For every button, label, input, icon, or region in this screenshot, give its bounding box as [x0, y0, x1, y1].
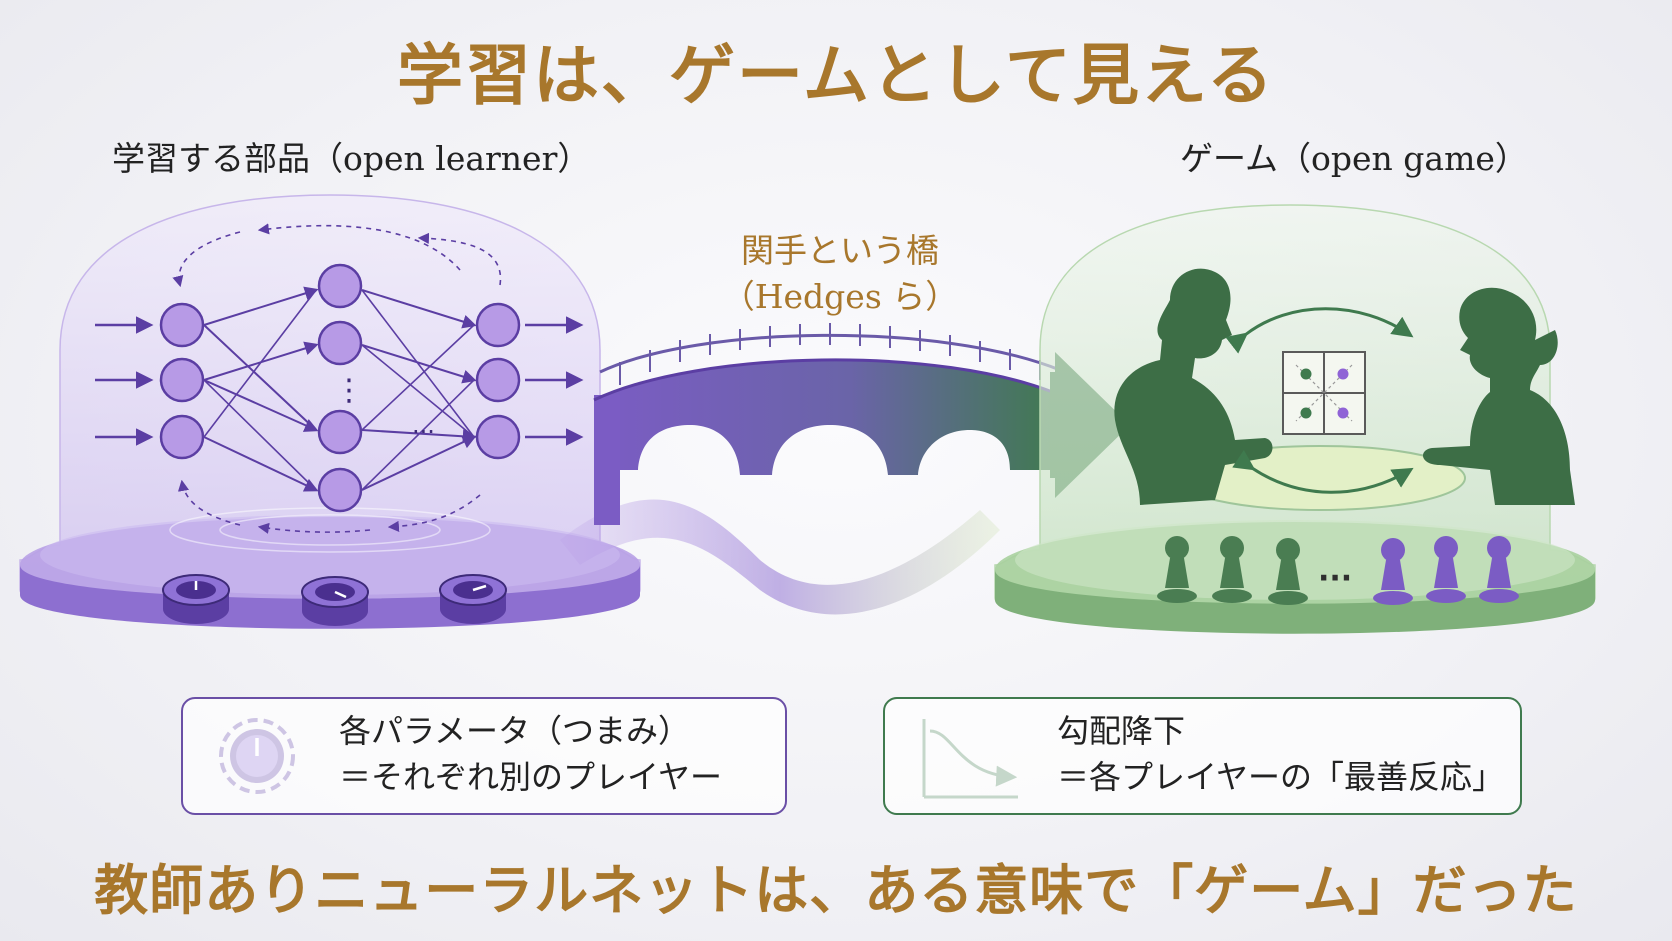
parameter-card: 各パラメータ（つまみ） ＝それぞれ別のプレイヤー [181, 697, 787, 815]
open-learner-dome [19, 194, 641, 629]
pawn-icon [1426, 536, 1466, 603]
conclusion-text: 教師ありニューラルネットは、ある意味で「ゲーム」だった [94, 858, 1578, 922]
open-game-heading: ゲーム（open game） [1180, 139, 1528, 178]
interaction-arrow-bottom [1232, 449, 1414, 494]
network-ellipsis-vertical: ⋮ [334, 373, 364, 408]
bridge-label-line1: 関手という橋 [741, 231, 939, 270]
pawn-icon [1373, 538, 1413, 605]
parameter-card-line1: 各パラメータ（つまみ） [339, 712, 691, 750]
open-learner-heading: 学習する部品（open learner） [112, 139, 591, 178]
network-ellipsis-horizontal: ··· [412, 418, 435, 446]
sparkle-stream [560, 499, 1000, 615]
pawn-icon [1479, 536, 1519, 603]
network-nodes [159, 263, 521, 513]
neural-network [95, 223, 584, 534]
bridge-label-line2: （Hedges ら） [721, 277, 959, 316]
functor-bridge [593, 323, 1061, 525]
player-woman-silhouette [1422, 287, 1575, 505]
parameter-card-text: 各パラメータ（つまみ） ＝それぞれ別のプレイヤー [339, 708, 722, 800]
interaction-arrow-top [1225, 307, 1414, 354]
parameter-knobs [162, 574, 507, 626]
player-pawns [1157, 536, 1519, 605]
gradient-card-line1: 勾配降下 [1057, 712, 1186, 750]
gradient-card-text: 勾配降下 ＝各プレイヤーの「最善反応」 [1057, 708, 1504, 800]
payoff-matrix-icon [1282, 351, 1366, 435]
knob-icon [439, 574, 507, 624]
gradient-descent-card: 勾配降下 ＝各プレイヤーの「最善反応」 [883, 697, 1522, 815]
bridge-label: 関手という橋 （Hedges ら） [700, 228, 980, 320]
pawn-icon [1268, 538, 1308, 605]
pawn-icon [1157, 536, 1197, 603]
knob-icon [301, 576, 369, 626]
pawns-ellipsis: ··· [1318, 561, 1352, 596]
parameter-card-line2: ＝それぞれ別のプレイヤー [339, 758, 723, 796]
player-man-silhouette [1114, 268, 1273, 505]
gradient-card-line2: ＝各プレイヤーの「最善反応」 [1057, 758, 1505, 796]
pawn-icon [1212, 536, 1252, 603]
knob-icon [162, 574, 230, 624]
slide-title: 学習は、ゲームとして見える [396, 36, 1276, 114]
